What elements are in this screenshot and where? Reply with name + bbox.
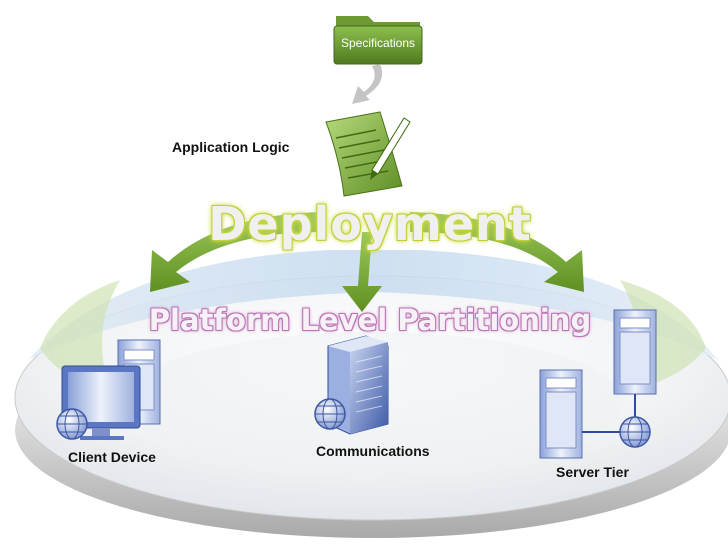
server-rack-icon [539, 369, 583, 459]
client-device-label: Client Device [68, 449, 156, 465]
globe-icon [314, 398, 346, 430]
communications-label: Communications [316, 443, 430, 459]
server-rack-icon [613, 309, 657, 395]
globe-icon [619, 416, 651, 448]
curved-arrow-icon [352, 64, 383, 104]
application-logic-label: Application Logic [172, 139, 290, 155]
specifications-label: Specifications [340, 36, 416, 50]
partitioning-title: Platform Level Partitioning [148, 303, 592, 337]
deployment-arrows [150, 212, 584, 312]
server-tier-label: Server Tier [556, 464, 629, 480]
folder-icon [333, 16, 423, 65]
globe-icon [56, 408, 88, 440]
document-pen-icon [325, 111, 411, 197]
network-link [582, 394, 636, 433]
deployment-title: Deployment [208, 197, 532, 251]
